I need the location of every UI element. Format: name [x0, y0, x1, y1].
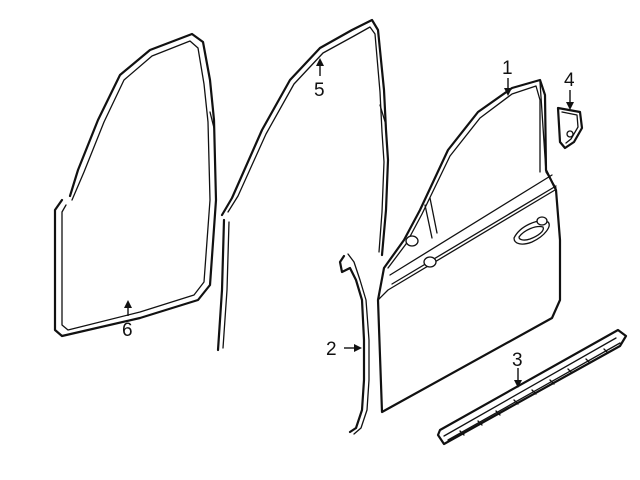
- callout-leader-6: [124, 300, 132, 316]
- callout-leader-4: [566, 90, 574, 110]
- callout-leader-2: [344, 344, 362, 352]
- door-hinge-pillar-seal[interactable]: [338, 253, 370, 435]
- callout-leader-1: [504, 78, 512, 96]
- door-frame-weatherstrip[interactable]: [216, 18, 390, 352]
- door-mirror-bracket[interactable]: [556, 106, 584, 150]
- callout-leader-3: [514, 368, 522, 388]
- front-door-shell[interactable]: [376, 78, 562, 414]
- callout-5: 5: [314, 80, 325, 101]
- body-opening-weatherstrip[interactable]: [53, 32, 218, 338]
- callout-2: 2: [326, 339, 337, 360]
- callout-3: 3: [512, 350, 523, 371]
- callout-1: 1: [502, 58, 513, 79]
- callout-leader-5: [316, 58, 324, 76]
- callout-4: 4: [564, 70, 575, 91]
- rocker-molding[interactable]: [436, 328, 628, 446]
- callout-6: 6: [122, 320, 133, 341]
